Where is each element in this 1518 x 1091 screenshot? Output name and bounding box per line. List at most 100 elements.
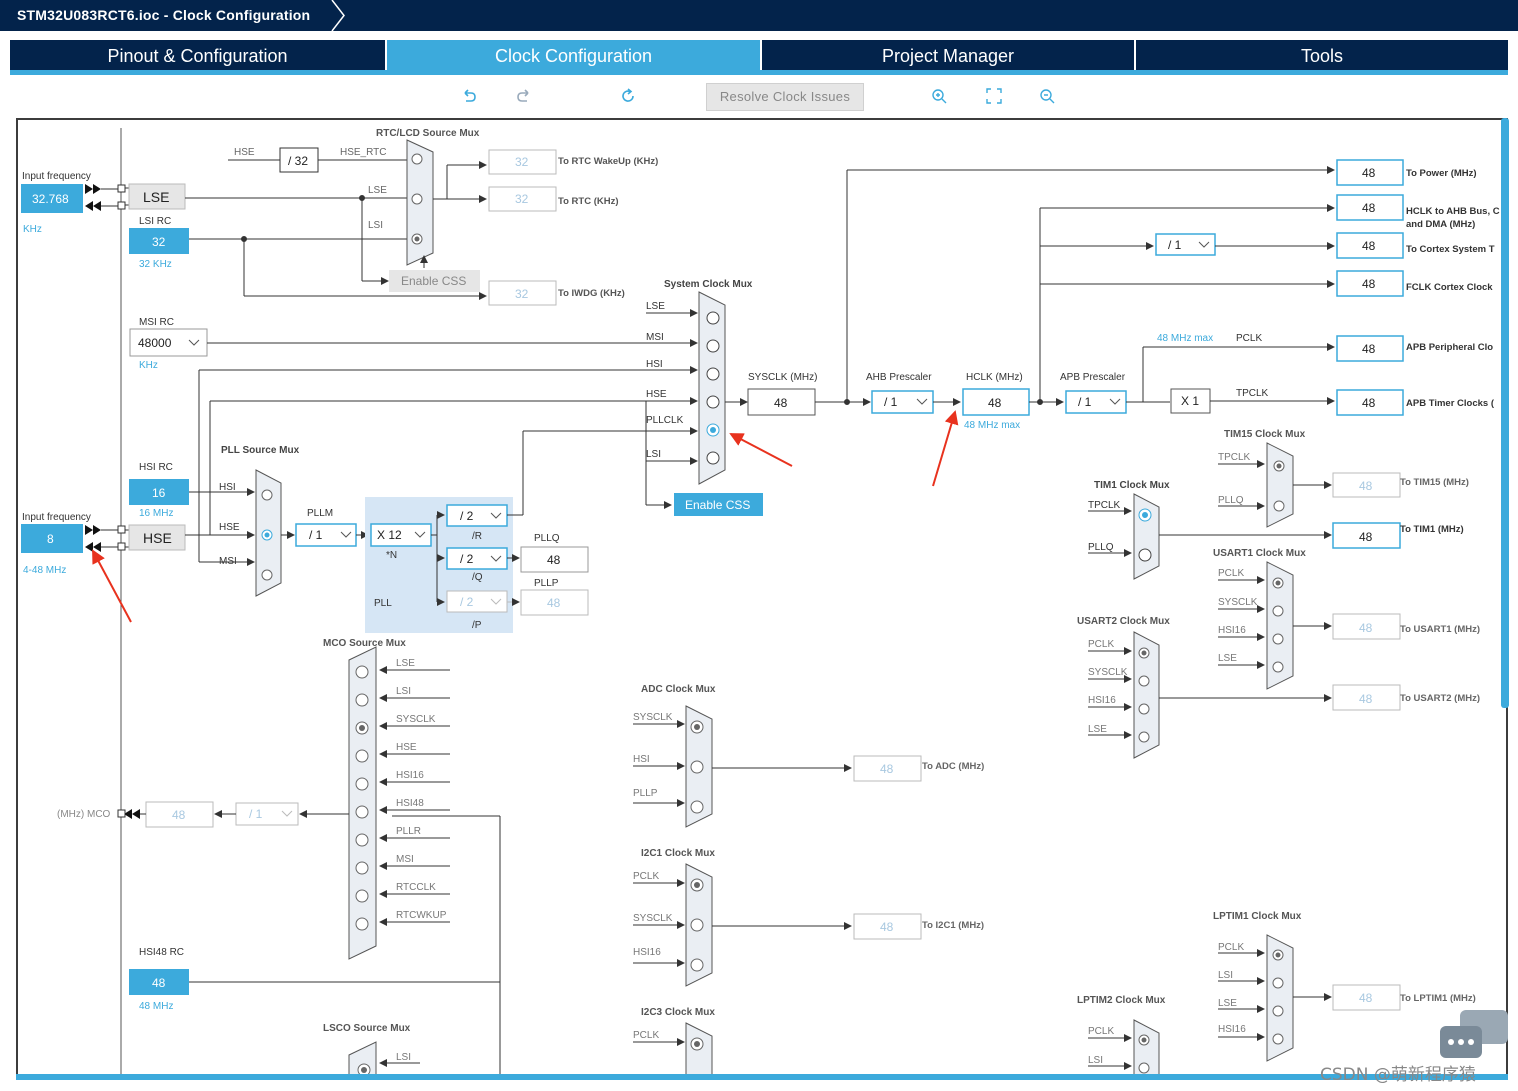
horizontal-scrollbar[interactable] xyxy=(16,1074,1508,1080)
mco-mux-radio-pllr[interactable] xyxy=(355,833,369,847)
zoom-out-icon[interactable] xyxy=(1037,86,1057,106)
lptim2-mux-radio-lsi[interactable] xyxy=(1138,1062,1150,1074)
usart2-clock-mux xyxy=(1133,631,1160,759)
mco-item-label: LSE xyxy=(396,658,415,669)
pll-mux-radio-hsi[interactable] xyxy=(261,489,273,501)
pclk-max-label: 48 MHz max xyxy=(1157,333,1213,344)
usart2-value: 48 xyxy=(1359,692,1373,706)
cortex-output-value: 48 xyxy=(1362,239,1376,253)
power-output[interactable] xyxy=(1336,159,1404,186)
redo-icon[interactable] xyxy=(513,86,533,106)
resolve-clock-issues-button[interactable]: Resolve Clock Issues xyxy=(706,83,864,111)
cortex-divider-select[interactable] xyxy=(1155,233,1216,256)
hclk-input[interactable] xyxy=(962,388,1030,416)
lsi-rc-value: 32 xyxy=(152,235,166,249)
tim1-mux-radio-pllq[interactable] xyxy=(1138,548,1152,562)
fit-screen-icon[interactable] xyxy=(984,86,1004,106)
sys-mux-radio-hse[interactable] xyxy=(706,395,720,409)
mco-item-label: MSI xyxy=(396,854,414,865)
rtc-hse-divider[interactable] xyxy=(279,147,319,173)
rtc-mux-radio-lse[interactable] xyxy=(411,193,423,205)
usart1-clock-mux xyxy=(1266,561,1294,690)
lptim1-clock-mux xyxy=(1266,934,1294,1062)
mco-mux-radio-rtcclk[interactable] xyxy=(355,889,369,903)
sys-mux-radio-lsi[interactable] xyxy=(706,451,720,465)
sys-mux-radio-lse[interactable] xyxy=(706,311,720,325)
tim1-output[interactable] xyxy=(1332,522,1401,549)
mco-mux-radio-rtcwkup[interactable] xyxy=(355,917,369,931)
usart1-item-pclk: PCLK xyxy=(1218,568,1244,579)
fclk-output[interactable] xyxy=(1336,270,1404,297)
chevron-down-icon xyxy=(340,531,352,538)
undo-icon[interactable] xyxy=(460,86,480,106)
tpclk-label: TPCLK xyxy=(1236,388,1269,399)
usart2-mux-radio-lse[interactable] xyxy=(1138,731,1150,743)
mco-mux-radio-hse[interactable] xyxy=(355,749,369,763)
pll-mux-radio-msi[interactable] xyxy=(261,569,273,581)
rtc-mux-radio-hse[interactable] xyxy=(411,153,423,165)
apb-timer-output[interactable] xyxy=(1336,389,1404,416)
msi-rc-label: MSI RC xyxy=(139,317,174,328)
sys-mux-radio-hsi[interactable] xyxy=(706,367,720,381)
zoom-in-icon[interactable] xyxy=(929,86,949,106)
tim15-item-pllq: PLLQ xyxy=(1218,495,1244,506)
lptim1-mux-radio-hsi16[interactable] xyxy=(1272,1033,1284,1045)
tab-tools[interactable]: Tools xyxy=(1300,46,1344,66)
usart2-mux-radio-hsi16[interactable] xyxy=(1138,703,1150,715)
tab-clock-configuration[interactable]: Clock Configuration xyxy=(387,40,760,70)
mco-value: 48 xyxy=(172,808,186,822)
vertical-scrollbar[interactable] xyxy=(1501,118,1509,708)
hclk-label: HCLK (MHz) xyxy=(966,372,1023,383)
hclk-ahb-output-value: 48 xyxy=(1362,201,1376,215)
lsco-item-lsi: LSI xyxy=(396,1052,411,1063)
tim15-item-tpclk: TPCLK xyxy=(1218,452,1251,463)
clock-diagram-canvas[interactable] xyxy=(16,118,1508,1080)
hse-input-value: 8 xyxy=(47,532,54,546)
refresh-icon[interactable] xyxy=(618,86,638,106)
pllq-output xyxy=(520,546,589,573)
rtc-enable-css-button[interactable] xyxy=(389,270,480,292)
breadcrumb-chevron-icon xyxy=(331,0,345,31)
adc-mux-radio-pllp[interactable] xyxy=(690,800,704,814)
mco-mux-radio-hsi16[interactable] xyxy=(355,777,369,791)
power-output-label: To Power (MHz) xyxy=(1406,168,1477,179)
tim1-label: To TIM1 (MHz) xyxy=(1400,524,1464,535)
lptim1-mux-radio-lse[interactable] xyxy=(1272,1005,1284,1017)
tim1-clock-mux xyxy=(1133,493,1160,580)
hsi-rc-unit: 16 MHz xyxy=(139,508,173,519)
tab-project-manager[interactable]: Project Manager xyxy=(881,46,1015,66)
usart1-mux-radio-sysclk[interactable] xyxy=(1272,605,1284,617)
usart1-mux-radio-hsi16[interactable] xyxy=(1272,633,1284,645)
usart2-label: To USART2 (MHz) xyxy=(1400,693,1480,704)
sys-mux-radio-msi[interactable] xyxy=(706,339,720,353)
lse-input-field[interactable] xyxy=(21,184,83,213)
i2c1-mux-radio-hsi16[interactable] xyxy=(690,958,704,972)
usart2-mux-radio-sysclk[interactable] xyxy=(1138,675,1150,687)
tab-pinout[interactable]: Pinout & Configuration xyxy=(107,46,288,66)
mco-mux-selected-dot xyxy=(359,725,365,731)
mco-mux-radio-hsi48[interactable] xyxy=(355,805,369,819)
hse-input-field[interactable] xyxy=(21,524,83,553)
pllq-output-value: 48 xyxy=(547,553,561,567)
usart1-item-lse: LSE xyxy=(1218,653,1237,664)
cortex-output[interactable] xyxy=(1336,232,1404,259)
adc-mux-radio-hsi[interactable] xyxy=(690,760,704,774)
lptim1-mux-radio-lsi[interactable] xyxy=(1272,977,1284,989)
mco-mux-radio-msi[interactable] xyxy=(355,861,369,875)
ahb-prescaler-value: / 1 xyxy=(884,395,898,409)
lptim1-label: To LPTIM1 (MHz) xyxy=(1400,993,1476,1004)
hse-input-unit: 4-48 MHz xyxy=(23,565,66,576)
apb-peripheral-output[interactable] xyxy=(1336,335,1404,362)
hclk-ahb-output[interactable] xyxy=(1336,194,1404,221)
fclk-output-value: 48 xyxy=(1362,277,1376,291)
mco-mux-radio-lse[interactable] xyxy=(355,665,369,679)
pll-source-mux-title: PLL Source Mux xyxy=(221,445,300,456)
pllm-select[interactable] xyxy=(295,523,357,547)
sys-enable-css-button[interactable] xyxy=(674,493,763,516)
usart1-mux-radio-lse[interactable] xyxy=(1272,661,1284,673)
mco-mux-radio-lsi[interactable] xyxy=(355,693,369,707)
tim15-mux-radio-pllq[interactable] xyxy=(1273,500,1285,512)
pllr-label: /R xyxy=(472,531,482,542)
cortex-divider-value: / 1 xyxy=(1168,238,1182,252)
i2c1-mux-radio-sysclk[interactable] xyxy=(690,918,704,932)
